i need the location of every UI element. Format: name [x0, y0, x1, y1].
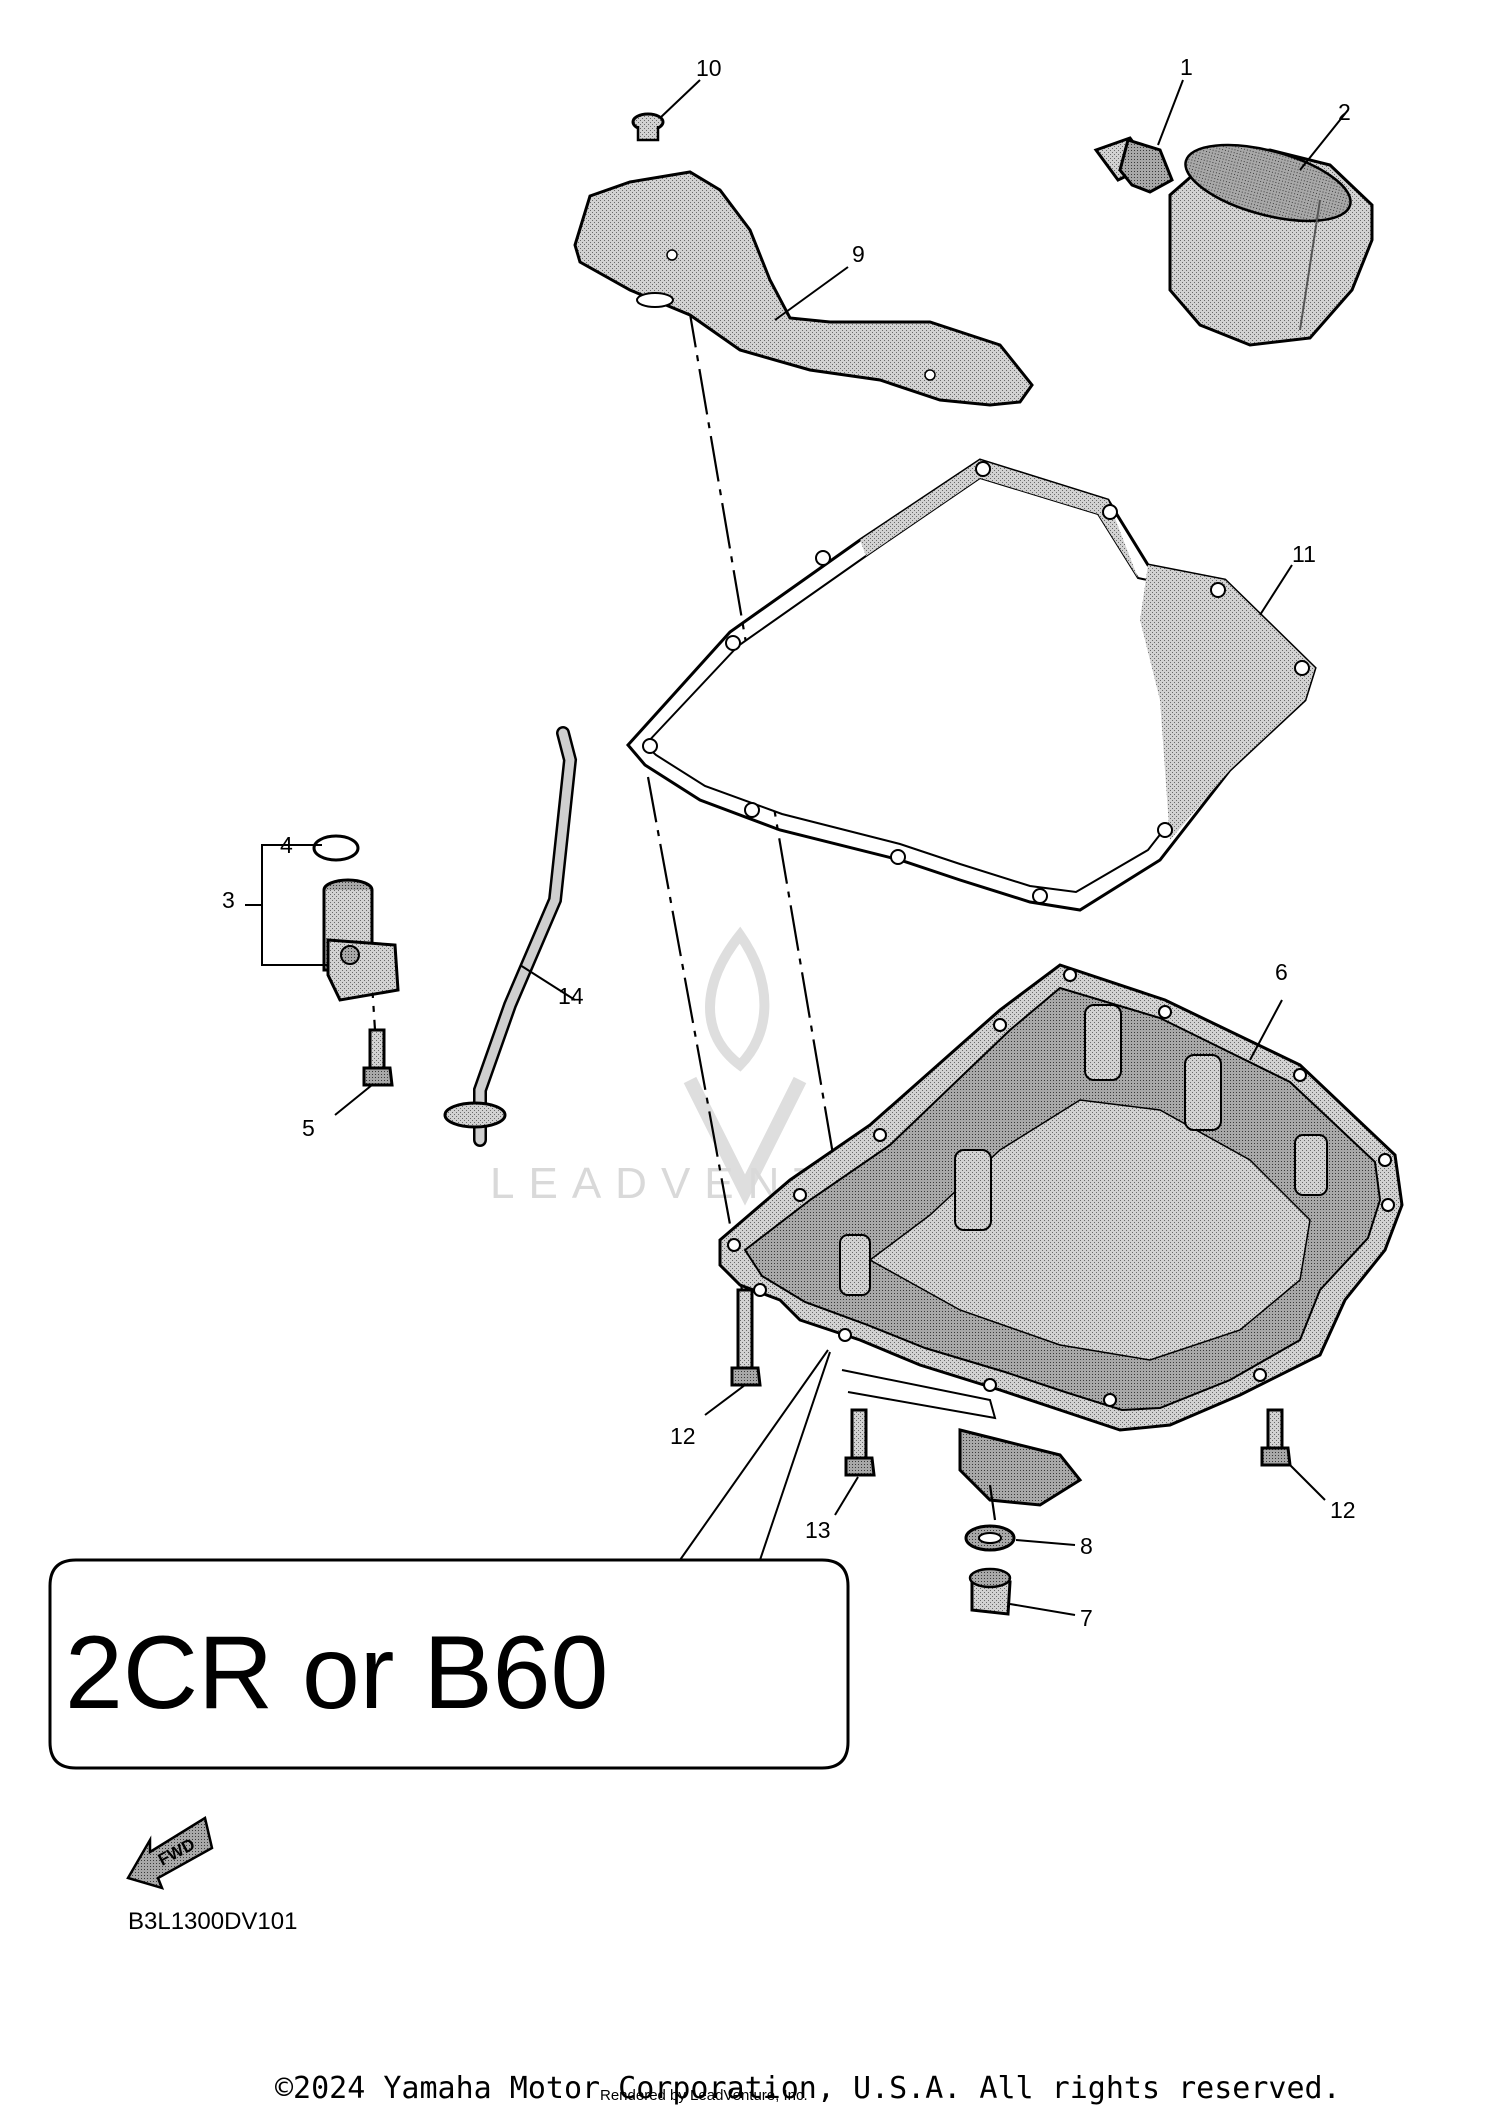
o-ring-part-4[interactable]: [312, 834, 360, 862]
bolt-part-12-left[interactable]: [730, 1288, 762, 1387]
gasket-part-11[interactable]: [626, 458, 1317, 912]
label-7: 7: [1080, 1605, 1093, 1631]
label-8: 8: [1080, 1533, 1093, 1559]
label-12-left: 12: [670, 1423, 696, 1449]
label-6: 6: [1275, 959, 1288, 985]
baffle-plate-part-9[interactable]: [573, 170, 1034, 407]
bolt-part-13[interactable]: [844, 1408, 876, 1477]
label-13: 13: [805, 1517, 831, 1543]
dipstick-part-14[interactable]: [443, 726, 578, 1147]
bolt-part-12-right[interactable]: [1260, 1408, 1292, 1467]
callout-box: 2CR or B60: [48, 1558, 850, 1770]
diagram-code: B3L1300DV101: [128, 1908, 297, 1935]
oil-filter-part-2[interactable]: [1168, 130, 1374, 347]
label-3: 3: [222, 887, 235, 913]
union-bolt-part-1[interactable]: [1093, 136, 1174, 194]
part-labels: 1 2 3 4 5 6 7 8 9 10 11 12 12 13 14: [222, 54, 1356, 1631]
copyright-text: ©2024 Yamaha Motor Corporation, U.S.A. A…: [275, 2071, 1341, 2106]
label-4: 4: [280, 832, 293, 858]
callout-leaders: [679, 1349, 997, 1561]
label-12-right: 12: [1330, 1497, 1356, 1523]
drain-bolt-part-7[interactable]: [968, 1567, 1012, 1616]
label-14: 14: [558, 983, 584, 1009]
oil-pan-part-6[interactable]: [718, 963, 1404, 1507]
screw-part-10[interactable]: [631, 112, 665, 142]
callout-text: 2CR or B60: [65, 1615, 608, 1731]
label-10: 10: [696, 55, 722, 81]
rendered-by-text: Rendered by LeadVenture, Inc.: [600, 2087, 808, 2104]
label-11: 11: [1292, 541, 1316, 567]
label-2: 2: [1338, 99, 1351, 125]
fwd-arrow-icon: FWD: [126, 1816, 214, 1890]
label-9: 9: [852, 241, 865, 267]
strainer-part-3[interactable]: [322, 878, 400, 1002]
label-5: 5: [302, 1115, 315, 1141]
washer-part-8[interactable]: [964, 1524, 1016, 1552]
label-1: 1: [1180, 54, 1193, 80]
bolt-part-5[interactable]: [362, 1028, 394, 1087]
